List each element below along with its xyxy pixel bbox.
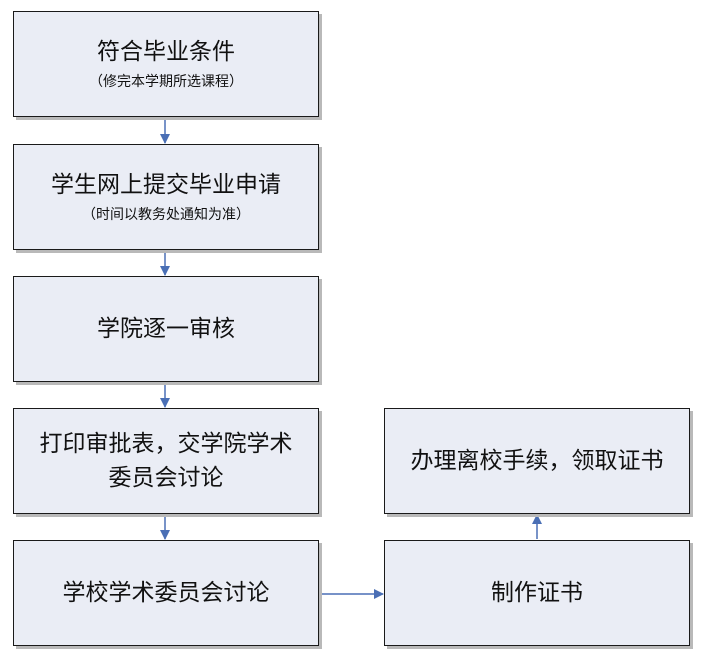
step-make-certificate: 制作证书 [384,540,690,646]
step-title: 学生网上提交毕业申请 [51,172,281,198]
step-title-line2: 委员会讨论 [108,465,224,491]
step-leave-procedures-collect-certificate: 办理离校手续，领取证书 [384,408,690,514]
step-title: 制作证书 [491,580,583,606]
step-note: （时间以教务处通知为准） [82,207,250,223]
step-submit-graduation-application: 学生网上提交毕业申请 （时间以教务处通知为准） [13,144,319,250]
step-title: 符合毕业条件 [97,39,235,65]
step-print-approval-form: 打印审批表，交学院学术 委员会讨论 [13,408,319,514]
step-title-line1: 打印审批表，交学院学术 [39,431,293,457]
step-title: 办理离校手续，领取证书 [410,448,664,474]
step-title: 学校学术委员会讨论 [62,580,270,606]
step-meet-graduation-conditions: 符合毕业条件 （修完本学期所选课程） [13,11,319,117]
step-university-committee-discussion: 学校学术委员会讨论 [13,540,319,646]
step-college-review: 学院逐一审核 [13,276,319,382]
step-note: （修完本学期所选课程） [89,74,243,90]
step-title: 学院逐一审核 [97,316,235,342]
